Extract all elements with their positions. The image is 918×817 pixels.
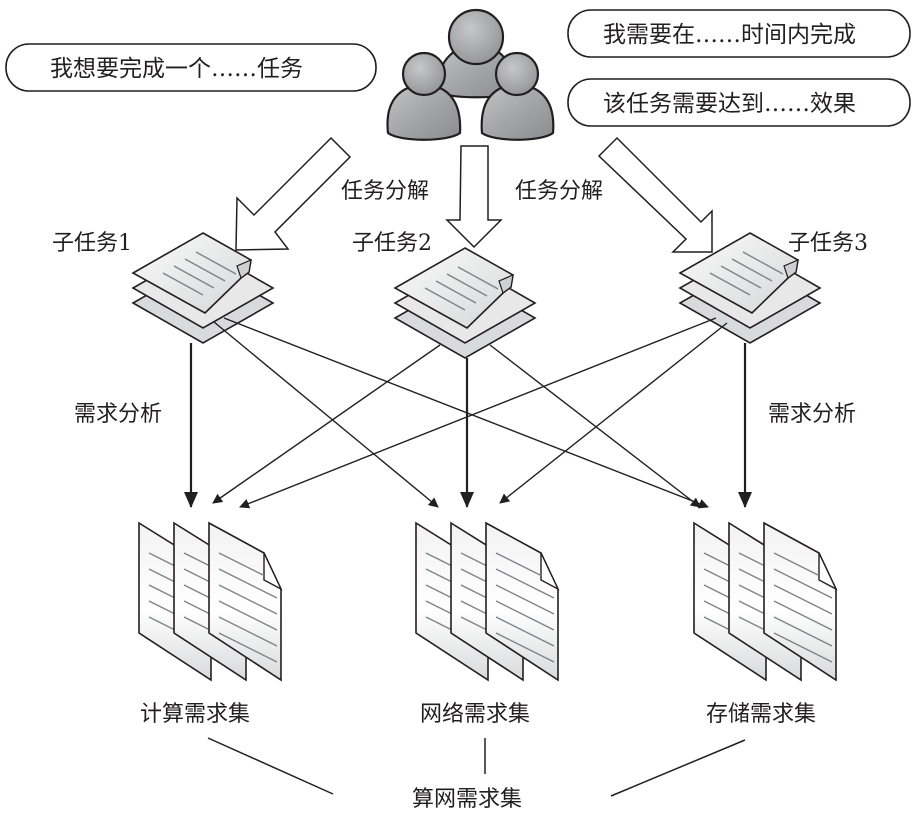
text-line	[773, 600, 833, 631]
aggregate-line-compute	[207, 737, 334, 795]
decompose-label-left: 任务分解	[341, 179, 429, 204]
bubble-right-bottom-text: 该任务需要达到……效果	[603, 91, 856, 117]
decompose-arrow-center	[445, 145, 503, 249]
network-requirements-docs-icon	[415, 521, 560, 682]
compute-requirements-label: 计算需求集	[140, 702, 250, 727]
text-line	[495, 616, 555, 647]
text-line	[218, 600, 278, 631]
text-line	[773, 632, 833, 663]
aggregate-label: 算网需求集	[412, 787, 522, 812]
subtask-3-label: 子任务3	[788, 231, 868, 256]
text-line	[218, 632, 278, 663]
text-line	[731, 258, 773, 282]
subtask-2-label: 子任务2	[352, 231, 432, 256]
text-line	[495, 584, 555, 615]
folded-corner	[783, 259, 799, 279]
text-line	[184, 258, 226, 282]
text-line	[495, 632, 555, 663]
connector-subtask-2-to-set-3	[489, 344, 701, 508]
bubble-left-text: 我想要完成一个……任务	[50, 56, 303, 82]
connector-subtask-3-to-set-1	[239, 317, 717, 509]
text-line	[435, 280, 477, 304]
text-line	[173, 265, 215, 289]
decompose-arrow-right	[597, 136, 713, 253]
folded-corner	[263, 552, 283, 591]
text-line	[457, 266, 499, 290]
connector-subtask-2-to-set-1	[212, 344, 441, 504]
analysis-label-right: 需求分析	[768, 402, 856, 427]
storage-requirements-docs-icon	[693, 521, 838, 682]
text-line	[446, 273, 488, 297]
connector-subtask-1-to-set-2	[213, 321, 439, 508]
text-line	[195, 251, 237, 275]
bubble-left: 我想要完成一个……任务	[5, 43, 377, 92]
analysis-label-left: 需求分析	[74, 402, 162, 427]
text-line	[218, 584, 278, 615]
network-requirements-label: 网络需求集	[420, 702, 530, 727]
document-page	[485, 521, 559, 682]
subtask-2-stack-icon	[393, 247, 537, 359]
text-line	[495, 600, 555, 631]
text-line	[218, 552, 265, 577]
document-page	[763, 521, 837, 682]
text-line	[720, 265, 762, 289]
bubble-right-bottom: 该任务需要达到……效果	[567, 78, 911, 127]
text-line	[495, 552, 542, 577]
text-line	[709, 272, 751, 296]
storage-requirements-label: 存储需求集	[706, 702, 816, 727]
bubble-right-top-text: 我需要在……时间内完成	[603, 22, 856, 48]
text-line	[773, 584, 833, 615]
decompose-arrow-left	[235, 136, 352, 251]
text-line	[162, 272, 204, 296]
text-line	[218, 616, 278, 647]
users-group-icon	[386, 8, 555, 141]
text-line	[495, 568, 555, 599]
aggregate-line-storage	[610, 739, 746, 797]
text-line	[424, 287, 466, 311]
analysis-connectors	[184, 317, 752, 509]
text-line	[773, 568, 833, 599]
decompose-label-right: 任务分解	[515, 179, 603, 204]
text-line	[742, 251, 784, 275]
compute-requirements-docs-icon	[138, 521, 283, 682]
folded-corner	[498, 274, 514, 294]
subtask-1-label: 子任务1	[52, 231, 132, 256]
text-line	[773, 616, 833, 647]
folded-corner	[818, 552, 838, 591]
bubble-right-top: 我需要在……时间内完成	[567, 9, 911, 58]
folded-corner	[236, 259, 252, 279]
text-line	[218, 568, 278, 599]
document-page	[208, 521, 282, 682]
text-line	[773, 552, 820, 577]
user-icon-right	[480, 51, 555, 141]
subtask-3-stack-icon	[678, 232, 822, 344]
user-icon-left	[386, 51, 462, 141]
folded-corner	[540, 552, 560, 591]
connector-subtask-3-to-set-2	[499, 322, 728, 504]
